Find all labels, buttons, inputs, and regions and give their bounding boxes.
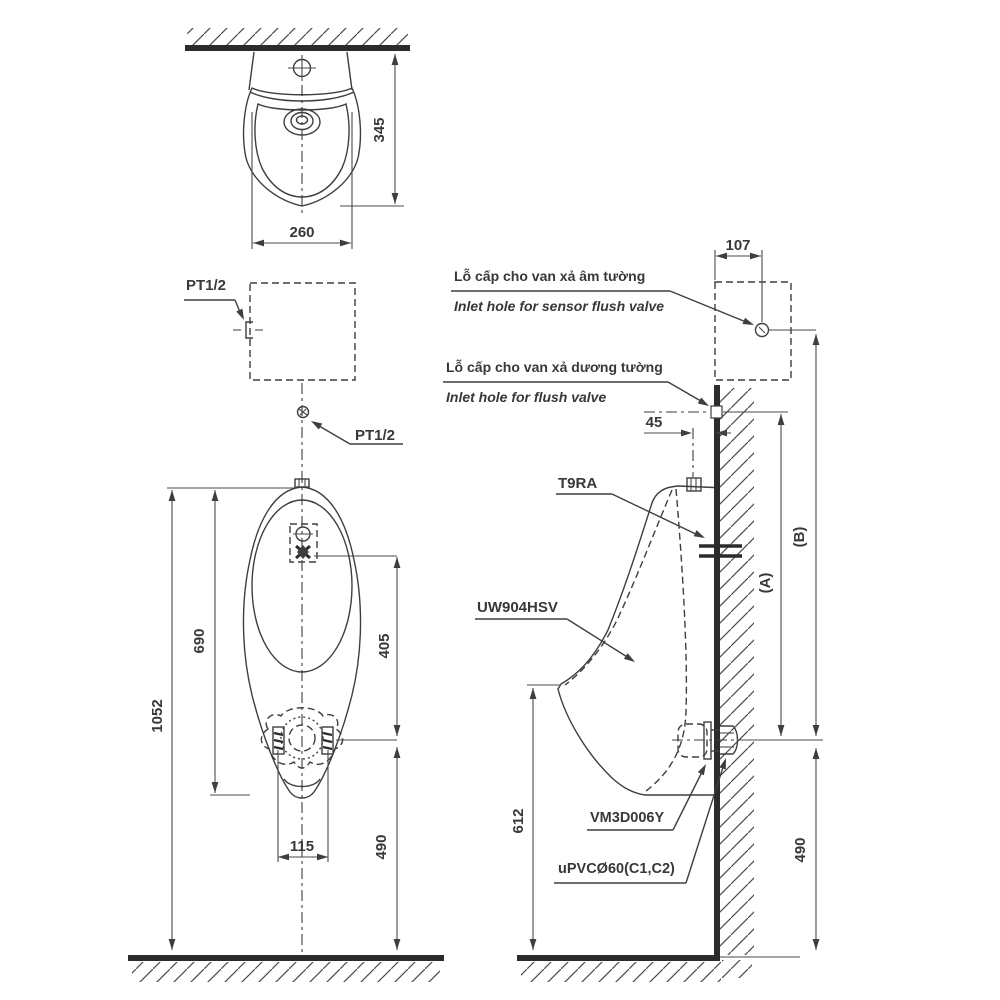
- plate-outline: [249, 282, 356, 381]
- sensor-label-en: Inlet hole for sensor flush valve: [454, 298, 664, 314]
- dim-1052-label: 1052: [149, 699, 166, 732]
- sensor-label-vi: Lỗ cấp cho van xả âm tường: [454, 268, 645, 284]
- sensor-valve-box: [714, 281, 792, 381]
- wall-hatch: [720, 388, 754, 955]
- floor-side: [517, 955, 800, 982]
- spud-box: [289, 523, 318, 563]
- top-view: 345 260: [185, 28, 410, 249]
- front-body: [242, 486, 362, 799]
- top-view-body: [242, 87, 362, 207]
- spud-label: T9RA: [558, 475, 597, 492]
- inner-profile-back: [645, 488, 688, 792]
- pipe-label: uPVCØ60(C1,C2): [558, 861, 675, 877]
- pt-top-label: PT1/2: [186, 277, 226, 294]
- inlet-hole-symbol: [296, 405, 310, 419]
- dim-115-label: 115: [290, 838, 314, 855]
- front-rim: [251, 499, 353, 673]
- ceiling-hatch: [187, 28, 408, 47]
- top-bracket: [294, 478, 310, 488]
- spud-side: [686, 477, 702, 492]
- dim-45-label: 45: [646, 414, 663, 431]
- outlet-socket-shape: [720, 725, 739, 755]
- outlet-flange: [260, 707, 344, 769]
- flush-label-vi: Lỗ cấp cho van xả dương tường: [446, 359, 663, 375]
- dim-405-label: 405: [376, 633, 393, 658]
- dim-a-label: (A): [757, 573, 774, 594]
- floor-front: [128, 955, 444, 982]
- socket-label: VM3D006Y: [590, 810, 664, 826]
- top-view-rim: [254, 102, 350, 198]
- fixing-clip-right: [321, 726, 334, 755]
- front-view-dimensions: 1052 690 405 490 115: [149, 487, 401, 950]
- dim-690-label: 690: [191, 628, 208, 653]
- dim-490s-label: 490: [792, 837, 809, 862]
- dim-345-label: 345: [371, 117, 388, 142]
- inner-profile-front: [564, 489, 673, 686]
- dim-107-label: 107: [725, 237, 750, 254]
- side-profile: [557, 485, 715, 796]
- dim-490f-label: 490: [373, 834, 390, 859]
- dim-612-label: 612: [510, 808, 527, 833]
- dim-260-label: 260: [289, 224, 314, 241]
- flush-inlet-hole: [710, 405, 723, 419]
- model-label: UW904HSV: [477, 599, 558, 616]
- flush-label-en: Inlet hole for flush valve: [446, 389, 606, 405]
- inlet-side-symbol: [245, 321, 253, 339]
- front-view: [242, 472, 362, 955]
- inlet-plate-detail: PT1/2 PT1/2: [184, 277, 403, 472]
- pt-bottom-label: PT1/2: [355, 427, 395, 444]
- side-view: 107 Lỗ cấp cho van xả âm tường Inlet hol…: [443, 237, 823, 958]
- dim-b-label: (B): [791, 527, 808, 548]
- fixing-clip-left: [272, 726, 285, 755]
